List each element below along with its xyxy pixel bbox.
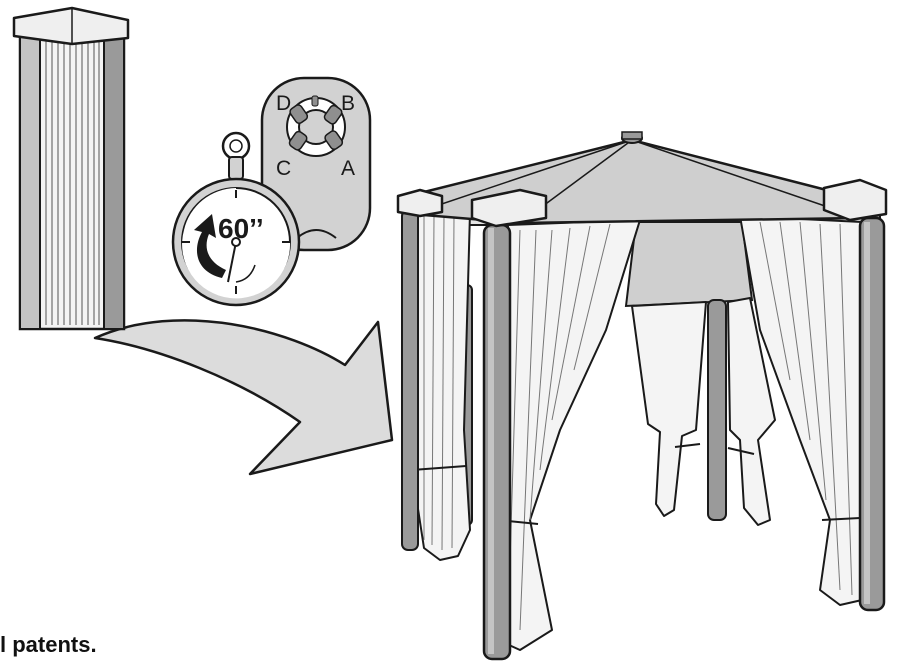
remote-label-d: D — [276, 92, 291, 115]
remote-label-c: C — [276, 157, 291, 180]
gazebo — [398, 132, 886, 659]
footer-text: l patents. — [0, 632, 97, 658]
timer-duration: 60’’ — [218, 213, 264, 244]
remote-label-b: B — [341, 92, 355, 115]
transform-arrow — [95, 320, 392, 474]
remote-label-a: A — [341, 157, 355, 180]
closed-column — [14, 8, 128, 329]
